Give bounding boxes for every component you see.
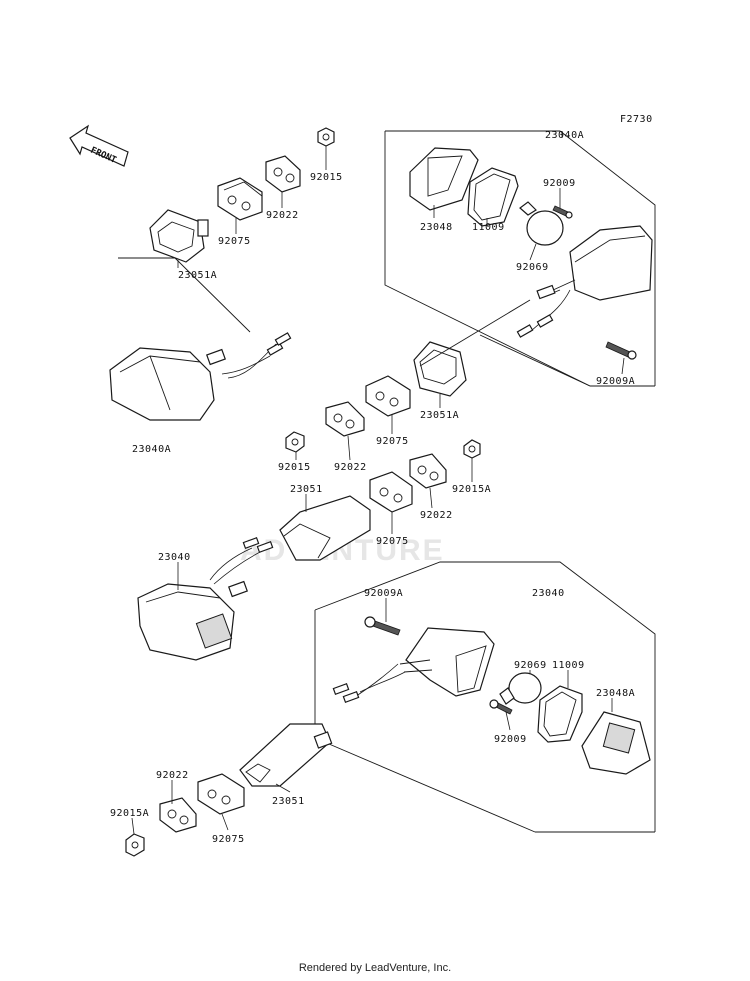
grommet-92075-mid bbox=[365, 375, 411, 417]
guide-line-top-left bbox=[118, 257, 251, 333]
callout-92015-mid: 92015 bbox=[278, 462, 311, 473]
bulb-92069-bot bbox=[499, 672, 542, 705]
nut-92015-mid bbox=[285, 431, 305, 453]
callout-23051-mid: 23051 bbox=[290, 484, 323, 495]
callout-23040A-top: 23040A bbox=[545, 130, 584, 141]
signal-housing-top-right bbox=[516, 225, 653, 338]
washer-92022-mid bbox=[325, 401, 365, 437]
grommet-92075-bot bbox=[197, 773, 245, 815]
callout-23051A-mid: 23051A bbox=[420, 410, 459, 421]
callout-92015-top: 92015 bbox=[310, 172, 343, 183]
callout-92075-mid: 92075 bbox=[376, 436, 409, 447]
nut-92015-top bbox=[317, 127, 335, 147]
callout-23040-bot: 23040 bbox=[532, 588, 565, 599]
footer-credit: Rendered by LeadVenture, Inc. bbox=[298, 962, 452, 974]
bracket-23051-bot bbox=[239, 723, 333, 787]
grommet-92075-mid2 bbox=[369, 471, 413, 513]
callout-92009-top: 92009 bbox=[543, 178, 576, 189]
callout-labels: 23040A 23048 11009 92009 92069 92009A 92… bbox=[110, 130, 635, 845]
bracket-23051A-top bbox=[149, 209, 209, 263]
callout-92015A-bot: 92015A bbox=[110, 808, 149, 819]
signal-housing-bot bbox=[332, 627, 495, 703]
nut-92015A-mid bbox=[463, 439, 481, 459]
callout-92022-top: 92022 bbox=[266, 210, 299, 221]
callout-23040-left: 23040 bbox=[158, 552, 191, 563]
callout-92075-mid2: 92075 bbox=[376, 536, 409, 547]
guide-line-mid bbox=[419, 299, 531, 367]
callout-92009A-bot: 92009A bbox=[364, 588, 403, 599]
grommet-92075-top bbox=[217, 177, 263, 221]
callout-11009-top: 11009 bbox=[472, 222, 505, 233]
callout-92015A-mid: 92015A bbox=[452, 484, 491, 495]
washer-92022-mid2 bbox=[409, 453, 447, 489]
callout-92009-bot: 92009 bbox=[494, 734, 527, 745]
callout-92022-mid: 92022 bbox=[334, 462, 367, 473]
signal-housing-23040-left bbox=[137, 537, 274, 661]
callout-92069-top: 92069 bbox=[516, 262, 549, 273]
figure-code: F2730 bbox=[620, 114, 653, 125]
nut-92015A-bot bbox=[125, 833, 145, 857]
bracket-23051-mid bbox=[279, 495, 371, 561]
bulb-92069-top bbox=[519, 201, 564, 246]
callout-92022-mid2: 92022 bbox=[420, 510, 453, 521]
screw-92009A-top bbox=[605, 341, 637, 360]
callout-23051A-top: 23051A bbox=[178, 270, 217, 281]
screw-92009-bot bbox=[489, 699, 513, 715]
gasket-11009-top bbox=[467, 167, 519, 227]
screw-92009A-bot bbox=[364, 616, 401, 636]
gasket-11009-bot bbox=[537, 685, 583, 743]
callout-92069-bot: 92069 bbox=[514, 660, 547, 671]
callout-92075-bot: 92075 bbox=[212, 834, 245, 845]
callout-23048A: 23048A bbox=[596, 688, 635, 699]
lens-23048 bbox=[409, 147, 479, 211]
screw-92009-top bbox=[552, 205, 573, 219]
top-right-assembly-box bbox=[384, 130, 656, 387]
callout-92009A-top: 92009A bbox=[596, 376, 635, 387]
callout-92022-bot: 92022 bbox=[156, 770, 189, 781]
callout-23040A-left: 23040A bbox=[132, 444, 171, 455]
washer-92022-bot bbox=[159, 797, 197, 833]
callout-23048: 23048 bbox=[420, 222, 453, 233]
callout-11009-bot: 11009 bbox=[552, 660, 585, 671]
callout-23051-bot: 23051 bbox=[272, 796, 305, 807]
leader-lines bbox=[131, 131, 625, 835]
washer-92022-top bbox=[265, 155, 301, 193]
front-arrow-icon: FRONT bbox=[69, 124, 129, 167]
lens-23048A bbox=[581, 711, 651, 775]
signal-housing-23040A-left bbox=[109, 332, 292, 421]
bracket-23051A-mid bbox=[413, 341, 467, 397]
callout-92075-top: 92075 bbox=[218, 236, 251, 247]
